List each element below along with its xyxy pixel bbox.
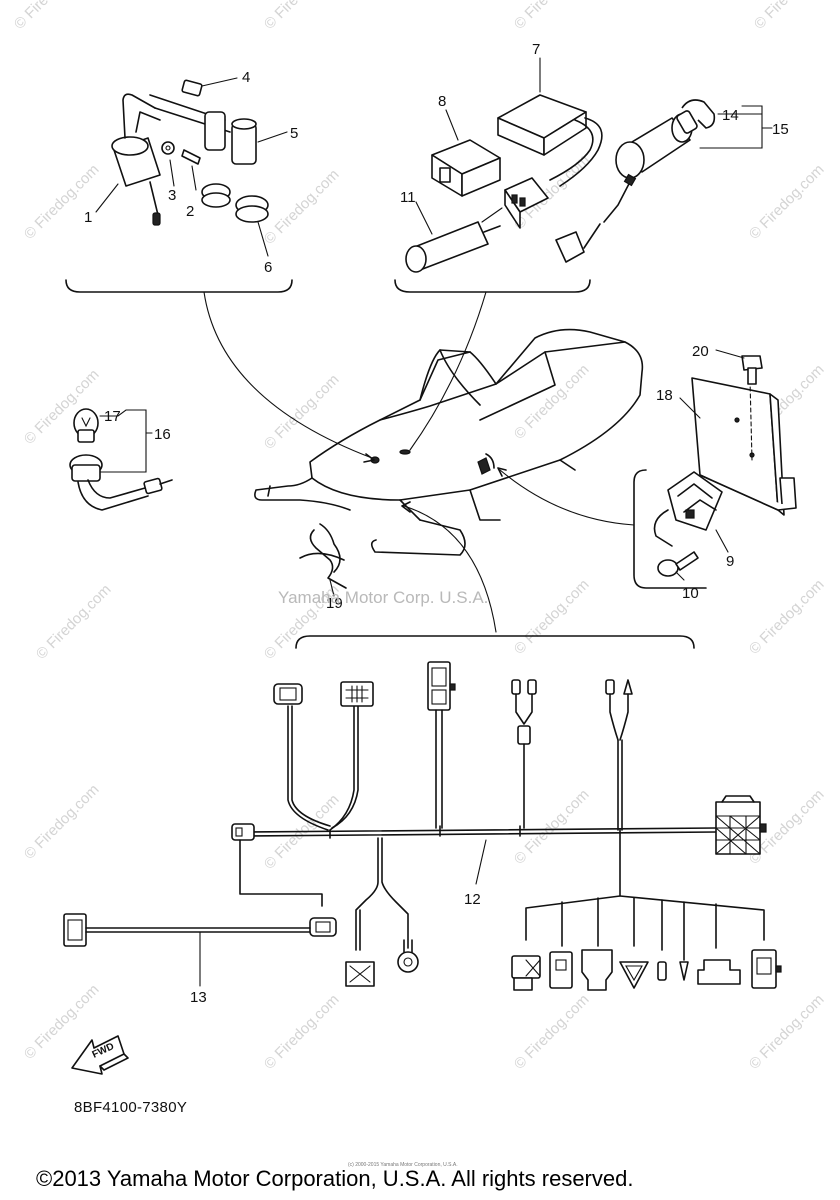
watermark: © Firedog.com — [751, 0, 833, 33]
watermark: © Firedog.com — [746, 576, 828, 658]
coil-top — [111, 136, 149, 156]
callout-7: 7 — [532, 41, 540, 58]
watermark: © Firedog.com — [11, 0, 93, 33]
watermark: © Firedog.com — [261, 166, 343, 248]
watermark: © Firedog.com — [746, 161, 828, 243]
watermark: © Firedog.com — [261, 991, 343, 1073]
center-watermark: Yamaha Motor Corp. U.S.A. — [278, 588, 488, 607]
watermark: © Firedog.com — [21, 161, 103, 243]
watermark-dark: © Firedog.com — [33, 581, 115, 663]
callout-15: 15 — [772, 121, 789, 138]
callout-20: 20 — [692, 343, 709, 360]
watermark: © Firedog.com — [511, 576, 593, 658]
watermark: © Firedog.com — [511, 0, 593, 33]
pin-terminal — [605, 679, 615, 695]
callout-13: 13 — [190, 989, 207, 1006]
cdi-wire — [559, 117, 603, 187]
watermark: © Firedog.com — [511, 991, 593, 1073]
watermark: © Firedog.com — [261, 371, 343, 453]
ring-terminal — [397, 951, 419, 973]
fwd-arrow: FWD — [71, 1035, 129, 1075]
callout-17: 17 — [104, 408, 121, 425]
right-ski — [370, 519, 466, 556]
tiny-notice: (c) 2000-2015 Yamaha Motor Corporation, … — [348, 1162, 458, 1168]
callout-14: 14 — [722, 107, 739, 124]
callout-19: 19 — [326, 595, 343, 612]
left-ski — [254, 477, 351, 511]
plug-cap — [231, 123, 257, 165]
watermark: © Firedog.com — [21, 781, 103, 863]
voltage-regulator — [667, 471, 723, 531]
ignition-coil-group: 1 2 3 4 5 6 — [65, 69, 298, 293]
lead-terminal — [181, 79, 203, 97]
group-bracket — [633, 469, 707, 589]
bolt-20 — [741, 355, 763, 371]
coil-lead — [122, 93, 156, 139]
callout-3: 3 — [168, 187, 176, 204]
watermark: © Firedog.com — [511, 786, 593, 868]
connector-pack — [511, 955, 541, 979]
callout-12: 12 — [464, 891, 481, 908]
watermark: © Firedog.com — [746, 991, 828, 1073]
callout-4: 4 — [242, 69, 250, 86]
group-bracket — [65, 279, 293, 293]
sub-harness-connector — [63, 913, 87, 947]
connector-bottom — [309, 917, 337, 937]
callout-1: 1 — [84, 209, 92, 226]
pointer-lines — [203, 291, 635, 633]
callout-5: 5 — [290, 125, 298, 142]
callout-16: 16 — [154, 426, 171, 443]
indicator-bulb-group: 17 16 — [69, 408, 173, 511]
copyright-notice: ©2013 Yamaha Motor Corporation, U.S.A. A… — [36, 1166, 633, 1191]
bolt-10 — [657, 559, 679, 577]
ignition-key — [681, 99, 716, 129]
washer — [161, 141, 175, 155]
connector-2p — [273, 683, 303, 705]
main-switch-group: 14 15 — [555, 99, 789, 263]
callout-6: 6 — [264, 259, 272, 276]
sub-harness: 13 — [63, 913, 311, 1006]
bolt — [181, 149, 201, 165]
callout-11: 11 — [400, 189, 416, 206]
group-bracket — [295, 635, 695, 649]
switch-connector — [555, 231, 585, 263]
harness-trunk — [251, 827, 717, 833]
callout-18: 18 — [656, 387, 673, 404]
clip-group: 19 — [299, 523, 347, 612]
wire-harness-group: 12 — [231, 635, 782, 991]
wire-clip — [309, 529, 347, 589]
regulator-group: 20 18 9 10 — [633, 343, 797, 602]
pin-connector — [511, 679, 521, 695]
callout-10: 10 — [682, 585, 699, 602]
callout-9: 9 — [726, 553, 734, 570]
harness-connector — [231, 823, 255, 841]
cdi-group: 7 8 11 — [394, 41, 603, 293]
callout-2: 2 — [186, 203, 194, 220]
watermark: © Firedog.com — [261, 0, 343, 33]
part-code: 8BF4100-7380Y — [74, 1099, 187, 1116]
snowmobile-body — [309, 328, 644, 501]
group-bracket — [394, 279, 591, 293]
fwd-arrow-icon — [71, 1035, 125, 1075]
plug-cap-2 — [204, 111, 226, 151]
snowmobile-outline — [254, 328, 644, 556]
callout-8: 8 — [438, 93, 446, 110]
